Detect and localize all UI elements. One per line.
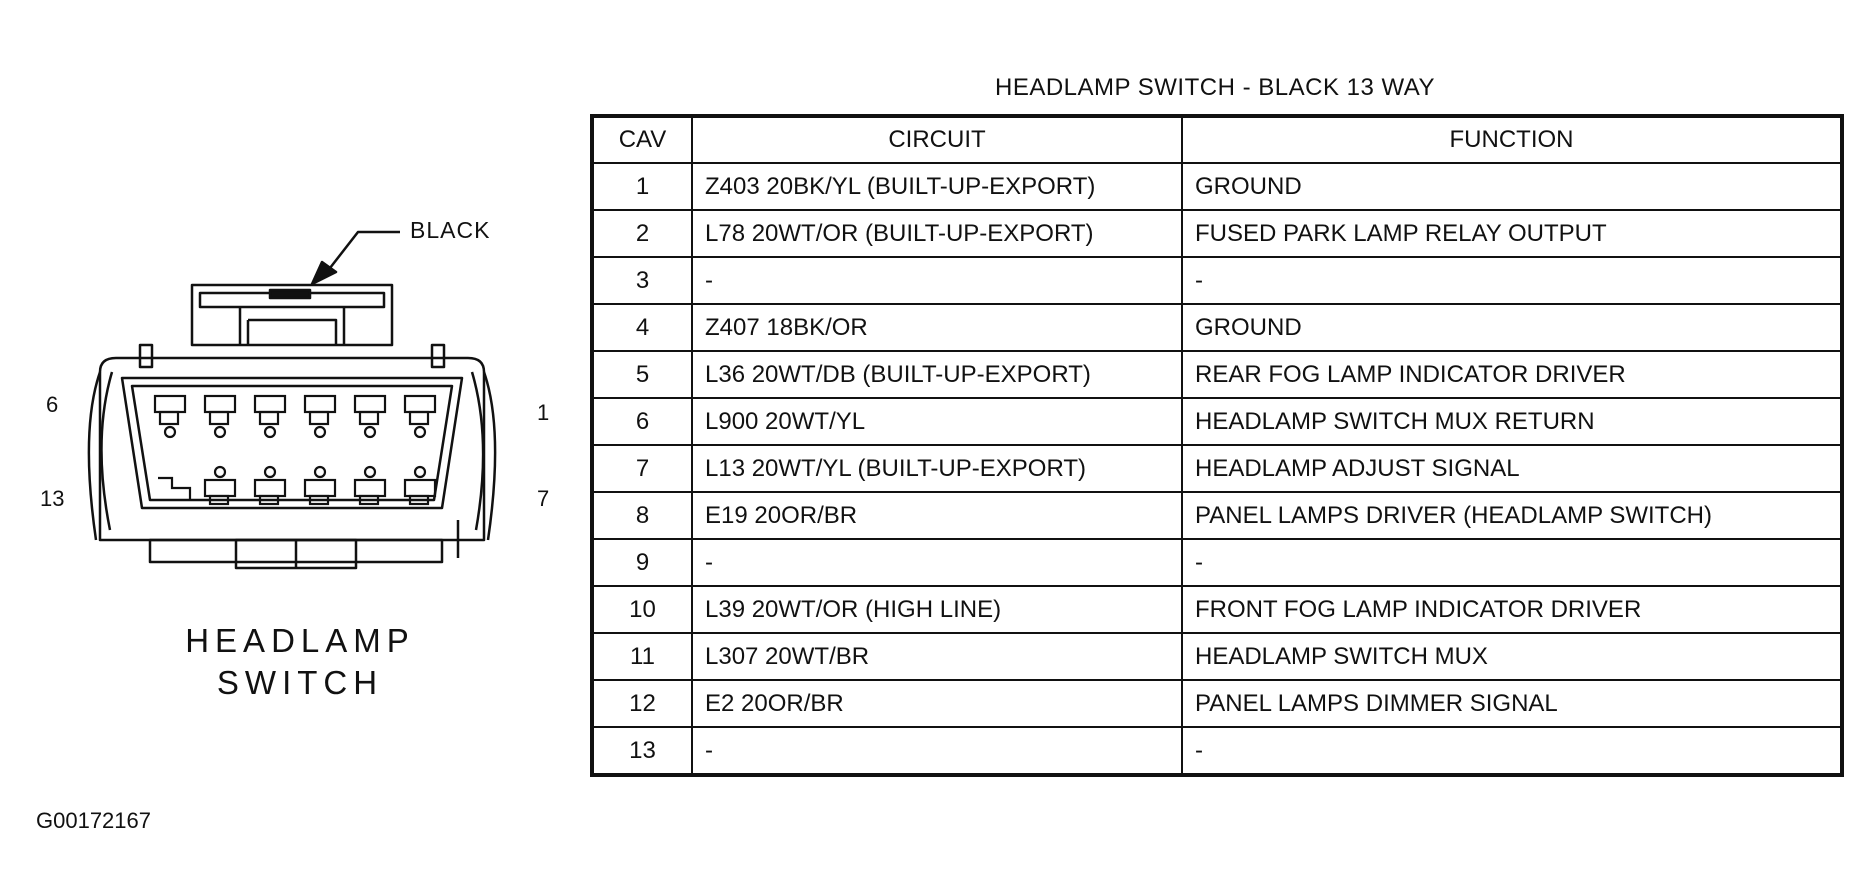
circuit-cell: -: [691, 726, 1183, 776]
circuit-cell: E2 20OR/BR: [691, 679, 1183, 728]
circuit-cell: L36 20WT/DB (BUILT-UP-EXPORT): [691, 350, 1183, 399]
component-title: HEADLAMP SWITCH: [150, 620, 450, 704]
circuit-cell: L13 20WT/YL (BUILT-UP-EXPORT): [691, 444, 1183, 493]
cav-cell: 7: [591, 444, 693, 493]
component-title-line2: SWITCH: [216, 664, 384, 701]
pin-label-6: 6: [46, 392, 59, 417]
terminal-row-bottom: [158, 465, 437, 506]
circuit-cell: -: [691, 538, 1183, 587]
component-title-line1: HEADLAMP: [185, 622, 415, 659]
cav-cell: 11: [591, 632, 693, 681]
header-function: FUNCTION: [1181, 115, 1843, 164]
connector-face: [120, 376, 464, 510]
table-row: 8 E19 20OR/BR PANEL LAMPS DRIVER (HEADLA…: [591, 491, 1843, 540]
table-row: 12 E2 20OR/BR PANEL LAMPS DIMMER SIGNAL: [591, 679, 1843, 728]
connector-drawing: [87, 230, 497, 570]
table-header-row: CAV CIRCUIT FUNCTION: [591, 115, 1843, 164]
table-row: 3 - -: [591, 256, 1843, 305]
function-cell: FUSED PARK LAMP RELAY OUTPUT: [1181, 209, 1843, 258]
cav-cell: 10: [591, 585, 693, 634]
circuit-cell: Z407 18BK/OR: [691, 303, 1183, 352]
latch-housing: [190, 283, 394, 347]
circuit-cell: L39 20WT/OR (HIGH LINE): [691, 585, 1183, 634]
pin-label-13: 13: [40, 486, 65, 511]
circuit-cell: L307 20WT/BR: [691, 632, 1183, 681]
table-title: HEADLAMP SWITCH - BLACK 13 WAY: [995, 74, 1435, 101]
header-cav: CAV: [591, 115, 693, 164]
connector-diagram: 6 1 13 7 BLACK HEADLAMP SWITCH G00172167: [0, 0, 600, 896]
table-row: 7 L13 20WT/YL (BUILT-UP-EXPORT) HEADLAMP…: [591, 444, 1843, 493]
function-cell: HEADLAMP ADJUST SIGNAL: [1181, 444, 1843, 493]
table-row: 1 Z403 20BK/YL (BUILT-UP-EXPORT) GROUND: [591, 162, 1843, 211]
cav-cell: 8: [591, 491, 693, 540]
table-row: 4 Z407 18BK/OR GROUND: [591, 303, 1843, 352]
figure-id: G00172167: [36, 808, 151, 833]
circuit-cell: E19 20OR/BR: [691, 491, 1183, 540]
function-cell: REAR FOG LAMP INDICATOR DRIVER: [1181, 350, 1843, 399]
connector-pinout-table: CAV CIRCUIT FUNCTION 1 Z403 20BK/YL (BUI…: [590, 114, 1844, 777]
cav-cell: 5: [591, 350, 693, 399]
cav-cell: 13: [591, 726, 693, 776]
function-cell: PANEL LAMPS DRIVER (HEADLAMP SWITCH): [1181, 491, 1843, 540]
cav-cell: 1: [591, 162, 693, 211]
pin-label-1: 1: [537, 400, 550, 425]
circuit-cell: -: [691, 256, 1183, 305]
function-cell: -: [1181, 538, 1843, 587]
cav-cell: 3: [591, 256, 693, 305]
circuit-cell: Z403 20BK/YL (BUILT-UP-EXPORT): [691, 162, 1183, 211]
cav-cell: 6: [591, 397, 693, 446]
function-cell: GROUND: [1181, 303, 1843, 352]
function-cell: -: [1181, 726, 1843, 776]
table-row: 6 L900 20WT/YL HEADLAMP SWITCH MUX RETUR…: [591, 397, 1843, 446]
table-row: 2 L78 20WT/OR (BUILT-UP-EXPORT) FUSED PA…: [591, 209, 1843, 258]
connector-color-label: BLACK: [410, 217, 491, 243]
function-cell: PANEL LAMPS DIMMER SIGNAL: [1181, 679, 1843, 728]
function-cell: -: [1181, 256, 1843, 305]
function-cell: GROUND: [1181, 162, 1843, 211]
connector-shell: [98, 356, 486, 542]
circuit-cell: L900 20WT/YL: [691, 397, 1183, 446]
circuit-cell: L78 20WT/OR (BUILT-UP-EXPORT): [691, 209, 1183, 258]
cav-cell: 4: [591, 303, 693, 352]
function-cell: FRONT FOG LAMP INDICATOR DRIVER: [1181, 585, 1843, 634]
table-row: 10 L39 20WT/OR (HIGH LINE) FRONT FOG LAM…: [591, 585, 1843, 634]
header-circuit: CIRCUIT: [691, 115, 1183, 164]
color-leader-line: [329, 230, 400, 269]
pin-label-7: 7: [537, 486, 550, 511]
table-row: 5 L36 20WT/DB (BUILT-UP-EXPORT) REAR FOG…: [591, 350, 1843, 399]
table-row: 9 - -: [591, 538, 1843, 587]
terminal-row-top: [153, 394, 437, 439]
function-cell: HEADLAMP SWITCH MUX RETURN: [1181, 397, 1843, 446]
table-row: 13 - -: [591, 726, 1843, 776]
table-row: 11 L307 20WT/BR HEADLAMP SWITCH MUX: [591, 632, 1843, 681]
cav-cell: 2: [591, 209, 693, 258]
cav-cell: 9: [591, 538, 693, 587]
function-cell: HEADLAMP SWITCH MUX: [1181, 632, 1843, 681]
cav-cell: 12: [591, 679, 693, 728]
color-leader-arrow: [310, 260, 338, 286]
